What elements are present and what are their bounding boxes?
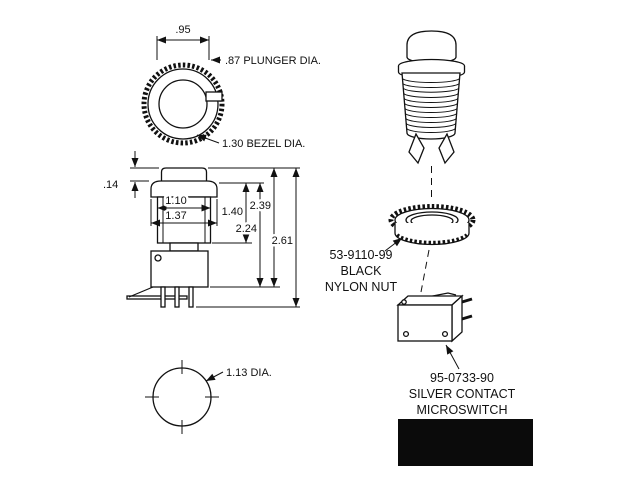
leader-line: [445, 344, 460, 370]
switch-top-face: [396, 295, 464, 306]
side-view: .14 1.10 1.37 1.40 2.24 2.39 2.61: [101, 151, 300, 308]
terminal-pin: [160, 286, 166, 308]
plunger-dia-label: .87 PLUNGER DIA.: [225, 55, 321, 67]
keying-tab: [205, 91, 223, 102]
microswitch-part-number: 95-0733-90: [430, 371, 494, 385]
thread-ribs: [401, 77, 461, 133]
nut-part-number: 53-9110-99: [329, 248, 392, 262]
pivot-hole: [154, 254, 162, 262]
lever-bar: [126, 295, 188, 300]
dim-switch-depth: 2.24: [236, 223, 257, 235]
leader-line: [205, 371, 224, 382]
mounting-hole: [402, 330, 410, 338]
leader-line: [384, 237, 403, 252]
terminal-pin: [188, 286, 194, 308]
leader-line: [196, 134, 220, 144]
dim-top-width: .95: [175, 24, 190, 36]
nut-3d: [388, 204, 476, 246]
dim-overall: 2.61: [272, 235, 293, 247]
plunger-cap-3d: [406, 30, 457, 64]
black-color-swatch: [398, 419, 533, 466]
bezel-dia-label: 1.30 BEZEL DIA.: [222, 138, 305, 150]
snap-leg-right: [438, 132, 455, 165]
exploded-view: [388, 30, 476, 343]
switch-terminal: [461, 314, 473, 321]
lever-arm: [128, 286, 154, 298]
plunger-circle: [158, 79, 208, 129]
nut-label: 53-9110-99 BLACK NYLON NUT: [325, 237, 403, 294]
hole-dia-label: 1.13 DIA.: [226, 367, 272, 379]
microswitch-label-line3: MICROSWITCH: [417, 403, 508, 417]
dim-plunger-height: .14: [103, 179, 118, 191]
dim-outer-width: 1.37: [165, 210, 186, 222]
dim-inner-width: 1.10: [165, 195, 186, 207]
mounting-hole-circle: [152, 367, 212, 427]
switch-neck: [169, 242, 199, 252]
microswitch-3d: [396, 292, 473, 343]
nut-knurl-ring: [388, 204, 476, 236]
microswitch-label: 95-0733-90 SILVER CONTACT MICROSWITCH: [409, 344, 516, 417]
switch-terminal: [461, 297, 473, 304]
microswitch-label-line2: SILVER CONTACT: [409, 387, 516, 401]
mounting-hole: [441, 330, 449, 338]
nut-label-line3: NYLON NUT: [325, 280, 398, 294]
dim-overall-no-terminals: 2.39: [250, 200, 271, 212]
hole-diameter-view: 1.13 DIA.: [145, 360, 272, 434]
threaded-body-3d: [401, 72, 461, 140]
lever-hinge: [401, 299, 407, 305]
pushbutton-3d: [397, 30, 466, 165]
nut-bottom-knurl: [395, 233, 469, 245]
microswitch-side-body: [150, 250, 209, 288]
plunger-side: [160, 167, 208, 183]
nut-label-line2: BLACK: [341, 264, 383, 278]
top-view: .95 .87 PLUNGER DIA. 1.30 BEZEL DIA.: [141, 22, 321, 150]
bezel-knurl-ring: [141, 62, 225, 146]
dim-body-depth: 1.40: [222, 206, 243, 218]
assembly-centerline: [420, 249, 430, 293]
bezel-side: [150, 180, 218, 198]
terminal-pin: [174, 286, 180, 308]
snap-leg-left: [408, 132, 425, 165]
